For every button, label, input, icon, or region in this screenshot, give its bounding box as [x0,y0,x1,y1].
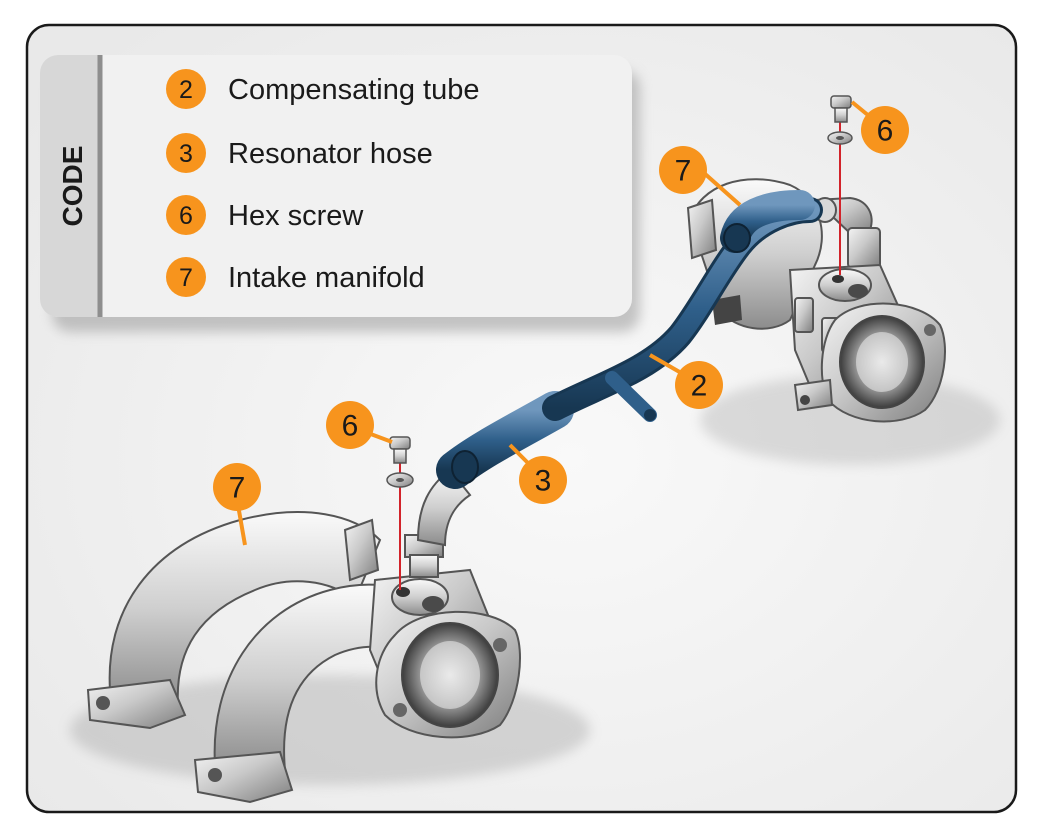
legend-item-resonator-hose: 3 Resonator hose [166,133,433,173]
legend-badge [166,69,206,109]
legend-label: Intake manifold [228,262,425,294]
legend-item-compensating-tube: 2 Compensating tube [166,69,480,109]
resonator-hose-assembly [404,391,574,578]
legend-item-hex-screw: 6 Hex screw [166,195,364,235]
callout-label: 7 [675,155,692,188]
legend-code: 7 [179,264,193,292]
legend-badge [166,195,206,235]
hex-screw-right [827,95,853,275]
callout-manifold-left: 7 [213,463,261,546]
code-tab [40,55,100,317]
callout-badge [213,463,261,511]
callout-label: 2 [691,370,708,403]
callout-hex-screw-right: 6 [850,100,909,154]
callout-hex-screw-left: 6 [326,401,393,449]
legend-code: 3 [179,140,193,168]
legend-label: Hex screw [228,200,364,232]
legend-code: 6 [179,202,193,230]
callout-resonator-hose: 3 [508,443,567,504]
intake-manifold-left [86,511,521,804]
callout-badge [861,106,909,154]
callout-label: 6 [877,115,894,148]
callout-manifold-right: 7 [659,146,742,207]
callout-badge [659,146,707,194]
legend-background [40,55,632,317]
legend-panel: CODE 2 Compensating tube 3 Resonator hos… [40,55,640,332]
callout-label: 7 [229,472,246,505]
legend-heading: CODE [57,146,88,227]
callout-label: 3 [535,465,552,498]
hex-screw-left [386,436,414,590]
legend-badge [166,257,206,297]
legend-label: Compensating tube [228,74,480,106]
compensating-tube [542,190,823,422]
callout-badge [519,456,567,504]
callout-tube: 2 [649,353,723,409]
legend-code: 2 [179,76,193,104]
legend-label: Resonator hose [228,138,433,170]
callout-badge [675,361,723,409]
callout-label: 6 [342,410,359,443]
legend-item-intake-manifold: 7 Intake manifold [166,257,425,297]
legend-badge [166,133,206,173]
callout-badge [326,401,374,449]
